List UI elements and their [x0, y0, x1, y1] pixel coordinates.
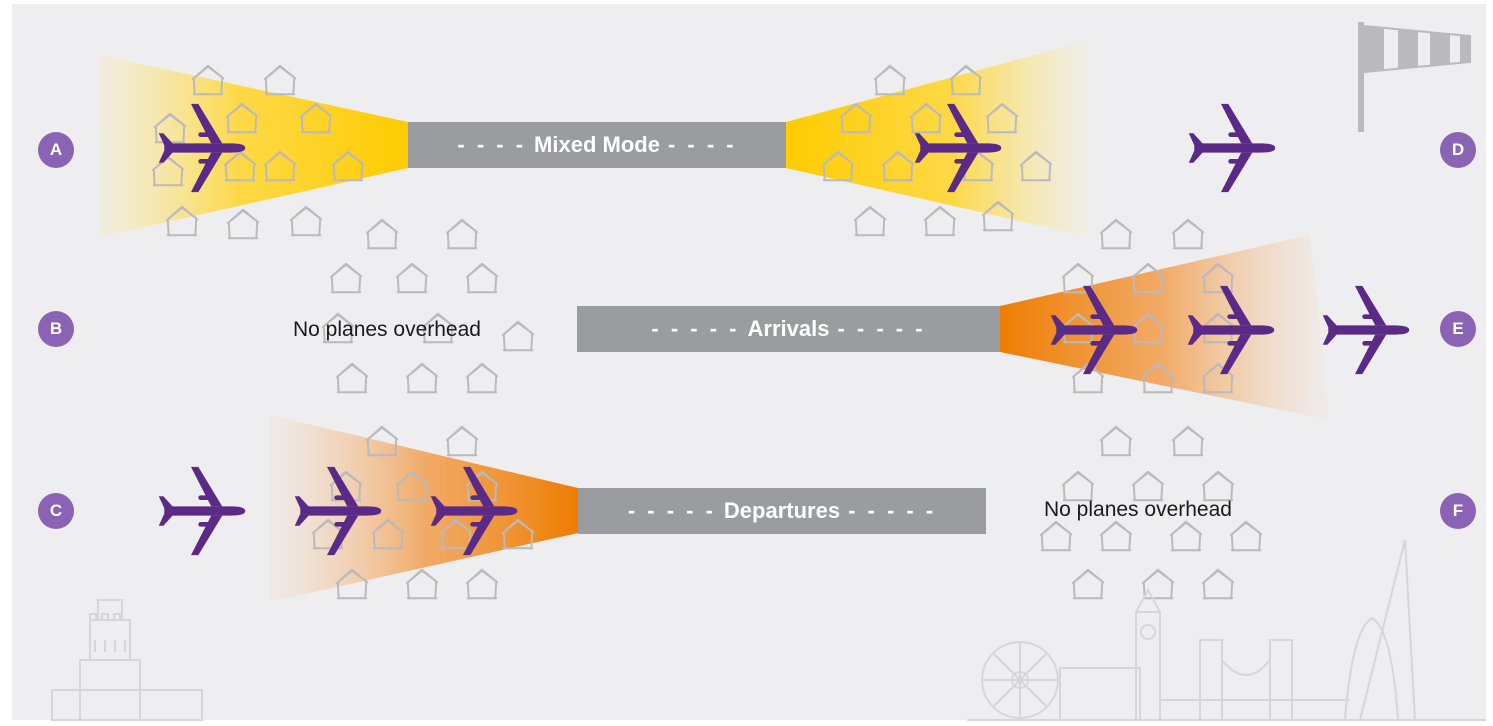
windsock-icon	[1358, 22, 1471, 132]
mixed-mode-east-cone	[786, 40, 1090, 237]
badge-f: F	[1440, 493, 1476, 529]
runway-dashes: - - - -	[667, 132, 737, 157]
london-skyline-icon	[967, 539, 1486, 721]
mixed-mode-runway: - - - - Mixed Mode - - - -	[408, 122, 786, 168]
badge-b: B	[38, 311, 74, 347]
plane-icon	[1322, 285, 1410, 375]
arrivals-cone	[1000, 235, 1330, 420]
departures-runway: - - - - - Departures - - - - -	[578, 488, 986, 534]
runway-dashes: - - - - -	[837, 316, 926, 341]
badge-e: E	[1440, 311, 1476, 347]
arrivals-runway: - - - - - Arrivals - - - - -	[577, 306, 1000, 352]
houses-b	[321, 218, 535, 394]
departures-cone	[270, 415, 578, 602]
badge-a: A	[38, 132, 74, 168]
runway-dashes: - - - - -	[651, 316, 740, 341]
runway-dashes: - - - -	[457, 132, 527, 157]
no-planes-note-f: No planes overhead	[1044, 498, 1232, 521]
plane-icon	[1188, 103, 1276, 193]
arrivals-label: Arrivals	[747, 316, 830, 341]
mixed-mode-label: Mixed Mode	[534, 132, 660, 157]
departures-label: Departures	[723, 498, 841, 523]
no-planes-note-b: No planes overhead	[293, 318, 481, 341]
badge-d: D	[1440, 132, 1476, 168]
plane-icon	[158, 466, 246, 556]
mixed-mode-west-cone	[100, 55, 408, 237]
badge-c: C	[38, 493, 74, 529]
runway-dashes: - - - - -	[627, 498, 716, 523]
runway-dashes: - - - - -	[848, 498, 937, 523]
castle-icon	[51, 599, 203, 721]
